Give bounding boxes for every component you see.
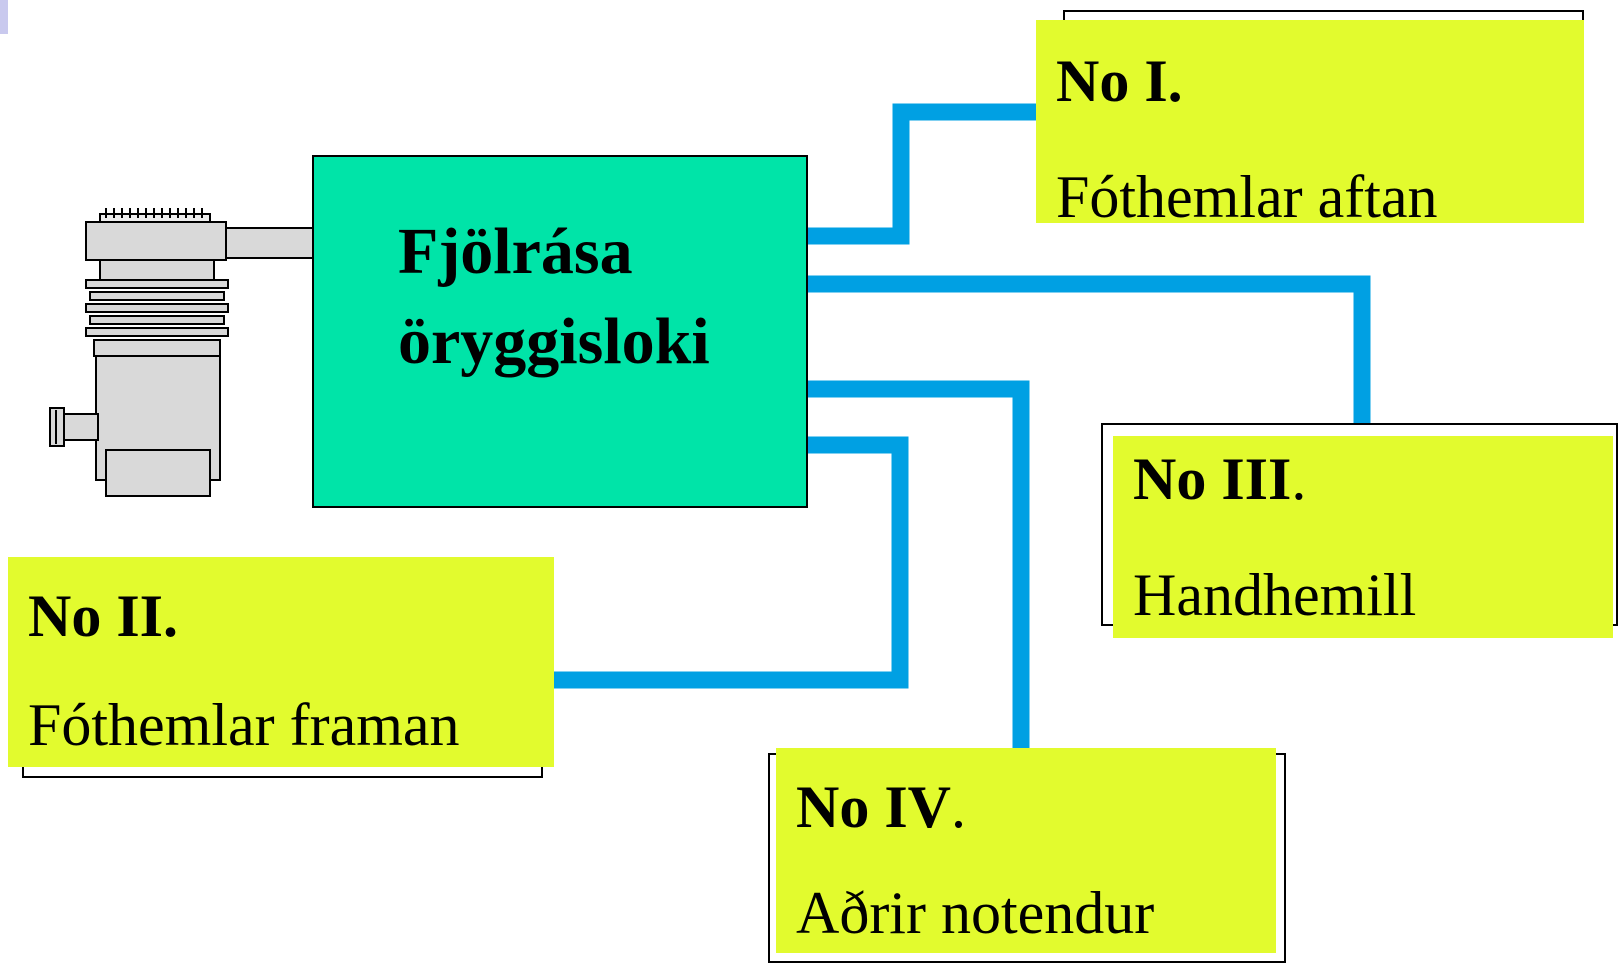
valve-label-line-1: Fjölrása xyxy=(398,215,633,288)
circuit-2-box: No II. Fóthemlar framan xyxy=(8,557,554,767)
pipe-circuit-1 xyxy=(808,103,1036,245)
valve-label: Fjölrása öryggisloki xyxy=(398,207,710,387)
circuit-4-label: Aðrir notendur xyxy=(796,880,1155,946)
circuit-1-number: No I. xyxy=(1056,48,1183,114)
multi-circuit-protection-valve: Fjölrása öryggisloki xyxy=(312,155,808,508)
circuit-3-number: No III. xyxy=(1133,446,1307,512)
circuit-1-box: No I. Fóthemlar aftan xyxy=(1036,20,1584,230)
circuit-3-box: No III. Handhemill xyxy=(1113,436,1613,638)
circuit-2-label: Fóthemlar framan xyxy=(28,692,460,758)
circuit-1-label: Fóthemlar aftan xyxy=(1056,164,1438,230)
circuit-4-number: No IV. xyxy=(796,774,967,840)
pipe-circuit-2 xyxy=(553,436,909,689)
compressor-icon xyxy=(49,208,355,497)
pipe-circuit-3 xyxy=(808,275,1371,425)
circuit-4-box: No IV. Aðrir notendur xyxy=(776,748,1276,953)
slide-corner-mark xyxy=(0,0,8,34)
circuit-2-number: No II. xyxy=(28,583,179,649)
pipe-circuit-4 xyxy=(808,380,1030,753)
valve-label-line-2: öryggisloki xyxy=(398,305,710,378)
circuit-3-label: Handhemill xyxy=(1133,562,1417,628)
